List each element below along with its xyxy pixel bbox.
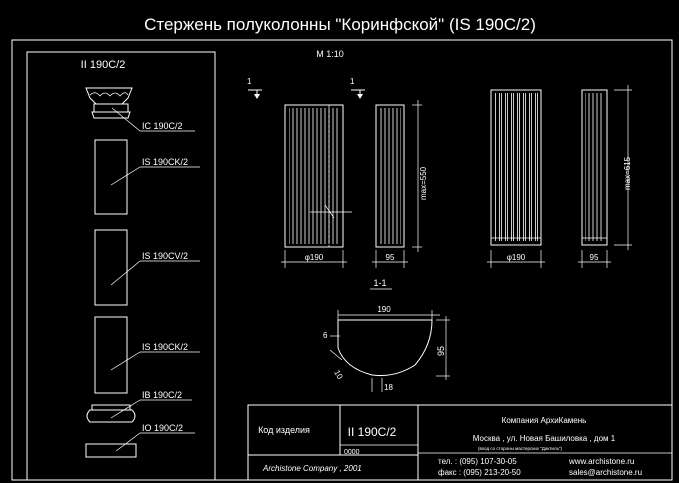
section-mark-left: 1 [247, 77, 262, 99]
label-is-ck-2: IS 190CK/2 [142, 342, 188, 352]
panel-header: II 190C/2 [81, 59, 126, 71]
label-is-cv: IS 190CV/2 [142, 251, 188, 261]
dim-depth-2: 95 [590, 253, 599, 262]
dim-depth-1: 95 [386, 253, 395, 262]
dim-6: 6 [323, 331, 328, 340]
section-depth: 95 [436, 346, 446, 356]
label-ic: IC 190C/2 [142, 121, 183, 131]
website: www.archistone.ru [568, 457, 634, 466]
dim-height-615: max=615 [623, 156, 632, 190]
section-outline [337, 319, 433, 376]
label-io: IO 190C/2 [142, 423, 183, 433]
side-view-short [375, 104, 405, 248]
code-label: Код изделия [258, 425, 310, 435]
code-value: II 190C/2 [348, 425, 397, 439]
svg-text:1: 1 [247, 77, 252, 86]
address-note: (вход со стороны мастерских "Дактиль") [478, 446, 563, 451]
footer-credit: Archistone Company , 2001 [262, 464, 362, 473]
code-small: 0000 [344, 449, 360, 456]
company-name: Компания АрхиКамень [502, 416, 587, 425]
side-view-tall [581, 89, 608, 246]
section-label: 1-1 [373, 278, 386, 288]
section-mark-right: 1 [350, 77, 365, 99]
sheet-frame [11, 39, 673, 481]
front-view-short [284, 104, 352, 248]
dim-dia-1: φ190 [305, 253, 324, 262]
capital-drawing [85, 87, 133, 119]
title-block [247, 404, 673, 481]
section-width: 190 [377, 305, 391, 314]
scale-label: M 1:10 [316, 49, 344, 59]
company-address: Москва , ул. Новая Башиловка , дом 1 [473, 434, 616, 443]
base-drawing [86, 404, 136, 423]
drawing-title: Стержень полуколонны "Коринфской" (IS 19… [144, 15, 536, 34]
dim-10: 10 [332, 369, 345, 382]
shaft-segment-3 [94, 316, 128, 394]
fax: факс : (095) 213-20-50 [438, 468, 521, 477]
dim-dia-2: φ190 [507, 253, 526, 262]
label-ib: IB 190C/2 [142, 390, 182, 400]
front-view-tall [490, 89, 542, 246]
label-is-ck-1: IS 190CK/2 [142, 157, 188, 167]
components-panel [26, 51, 216, 481]
email: sales@archistone.ru [569, 468, 642, 477]
shaft-segment-2 [94, 229, 128, 306]
plinth-drawing [85, 443, 137, 458]
svg-text:1: 1 [350, 77, 355, 86]
phone: тел. : (095) 107-30-05 [438, 457, 517, 466]
dim-18: 18 [384, 383, 393, 392]
shaft-segment-1 [94, 139, 128, 215]
dim-height-550: max=550 [419, 166, 428, 200]
